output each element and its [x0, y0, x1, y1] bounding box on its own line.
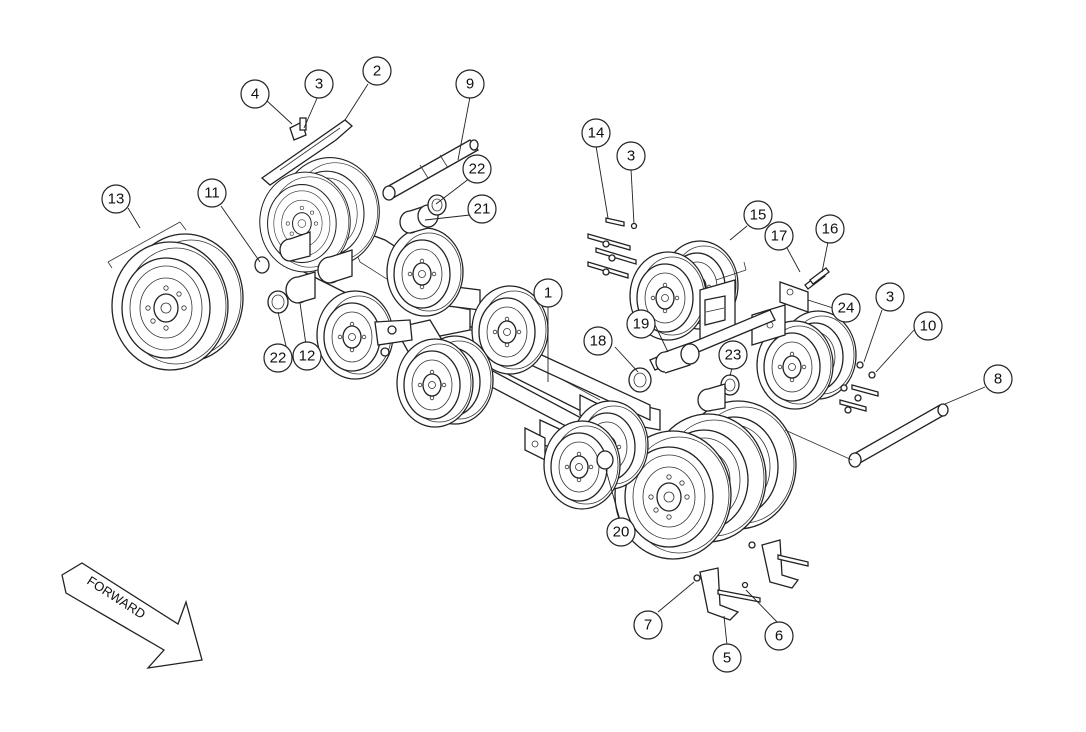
- callout-3: 3: [304, 69, 334, 99]
- callout-1: 1: [533, 278, 563, 308]
- callout-14: 14: [581, 118, 611, 148]
- callout-7: 7: [633, 610, 663, 640]
- callout-20: 20: [606, 517, 636, 547]
- bolts-set: [587, 217, 638, 279]
- svg-text:23: 23: [725, 347, 742, 364]
- callout-22: 22: [462, 154, 492, 184]
- callout-21: 21: [467, 194, 497, 224]
- callout-13: 13: [101, 184, 131, 214]
- axle: [784, 403, 949, 468]
- svg-text:20: 20: [613, 524, 630, 541]
- callout-10: 10: [913, 311, 943, 341]
- callout-3: 3: [616, 141, 646, 171]
- upper-bushing: [399, 194, 447, 234]
- svg-text:7: 7: [644, 617, 652, 634]
- svg-text:16: 16: [822, 221, 839, 238]
- svg-text:13: 13: [108, 191, 125, 208]
- svg-text:8: 8: [994, 371, 1002, 388]
- svg-text:11: 11: [204, 185, 220, 202]
- bracket: [779, 267, 830, 313]
- nuts-set: [839, 361, 879, 414]
- svg-text:4: 4: [251, 86, 259, 103]
- callout-3: 3: [875, 282, 905, 312]
- svg-text:21: 21: [474, 201, 491, 218]
- callout-22: 22: [263, 343, 293, 373]
- svg-text:5: 5: [723, 650, 731, 667]
- callout-9: 9: [455, 69, 485, 99]
- callout-23: 23: [718, 340, 748, 370]
- svg-text:19: 19: [633, 316, 650, 333]
- svg-text:3: 3: [315, 76, 323, 93]
- lower-bogie-wheels: [543, 400, 649, 510]
- pivot-pin: [382, 139, 479, 201]
- callouts: 1 2 3 3 3 4 5 6 7 8 9 10 11 12 13 14 15 …: [101, 56, 1013, 673]
- middle-bogie-wheels: [316, 227, 549, 428]
- front-left-wheel: [107, 221, 244, 371]
- svg-text:3: 3: [627, 148, 635, 165]
- callout-11: 11: [197, 178, 227, 208]
- forward-arrow: FORWARD: [61, 562, 203, 669]
- bushings: [254, 231, 353, 314]
- callout-24: 24: [831, 293, 861, 323]
- svg-text:6: 6: [775, 628, 783, 645]
- callout-18: 18: [583, 326, 613, 356]
- svg-text:1: 1: [544, 285, 552, 302]
- callout-8: 8: [983, 364, 1013, 394]
- svg-text:22: 22: [270, 350, 287, 367]
- retainer-plate: [260, 117, 353, 186]
- svg-text:12: 12: [299, 348, 316, 365]
- svg-text:22: 22: [469, 161, 486, 178]
- svg-text:24: 24: [838, 300, 855, 317]
- callout-2: 2: [362, 56, 392, 86]
- callout-6: 6: [764, 621, 794, 651]
- callout-17: 17: [764, 221, 794, 251]
- scrapers: [693, 539, 809, 621]
- callout-5: 5: [712, 643, 742, 673]
- svg-text:17: 17: [771, 228, 788, 245]
- svg-text:3: 3: [886, 289, 894, 306]
- svg-text:15: 15: [750, 207, 767, 224]
- cross-shaft: [628, 309, 776, 412]
- callout-4: 4: [240, 79, 270, 109]
- callout-12: 12: [292, 341, 322, 371]
- callout-19: 19: [626, 309, 656, 339]
- svg-text:14: 14: [588, 125, 605, 142]
- svg-text:18: 18: [590, 333, 607, 350]
- callout-15: 15: [743, 200, 773, 230]
- svg-text:10: 10: [920, 318, 937, 335]
- leader-lines: [127, 83, 986, 646]
- callout-16: 16: [815, 214, 845, 244]
- assembly-drawing: FORWARD: [61, 117, 949, 669]
- svg-text:2: 2: [373, 63, 381, 80]
- svg-text:9: 9: [466, 76, 474, 93]
